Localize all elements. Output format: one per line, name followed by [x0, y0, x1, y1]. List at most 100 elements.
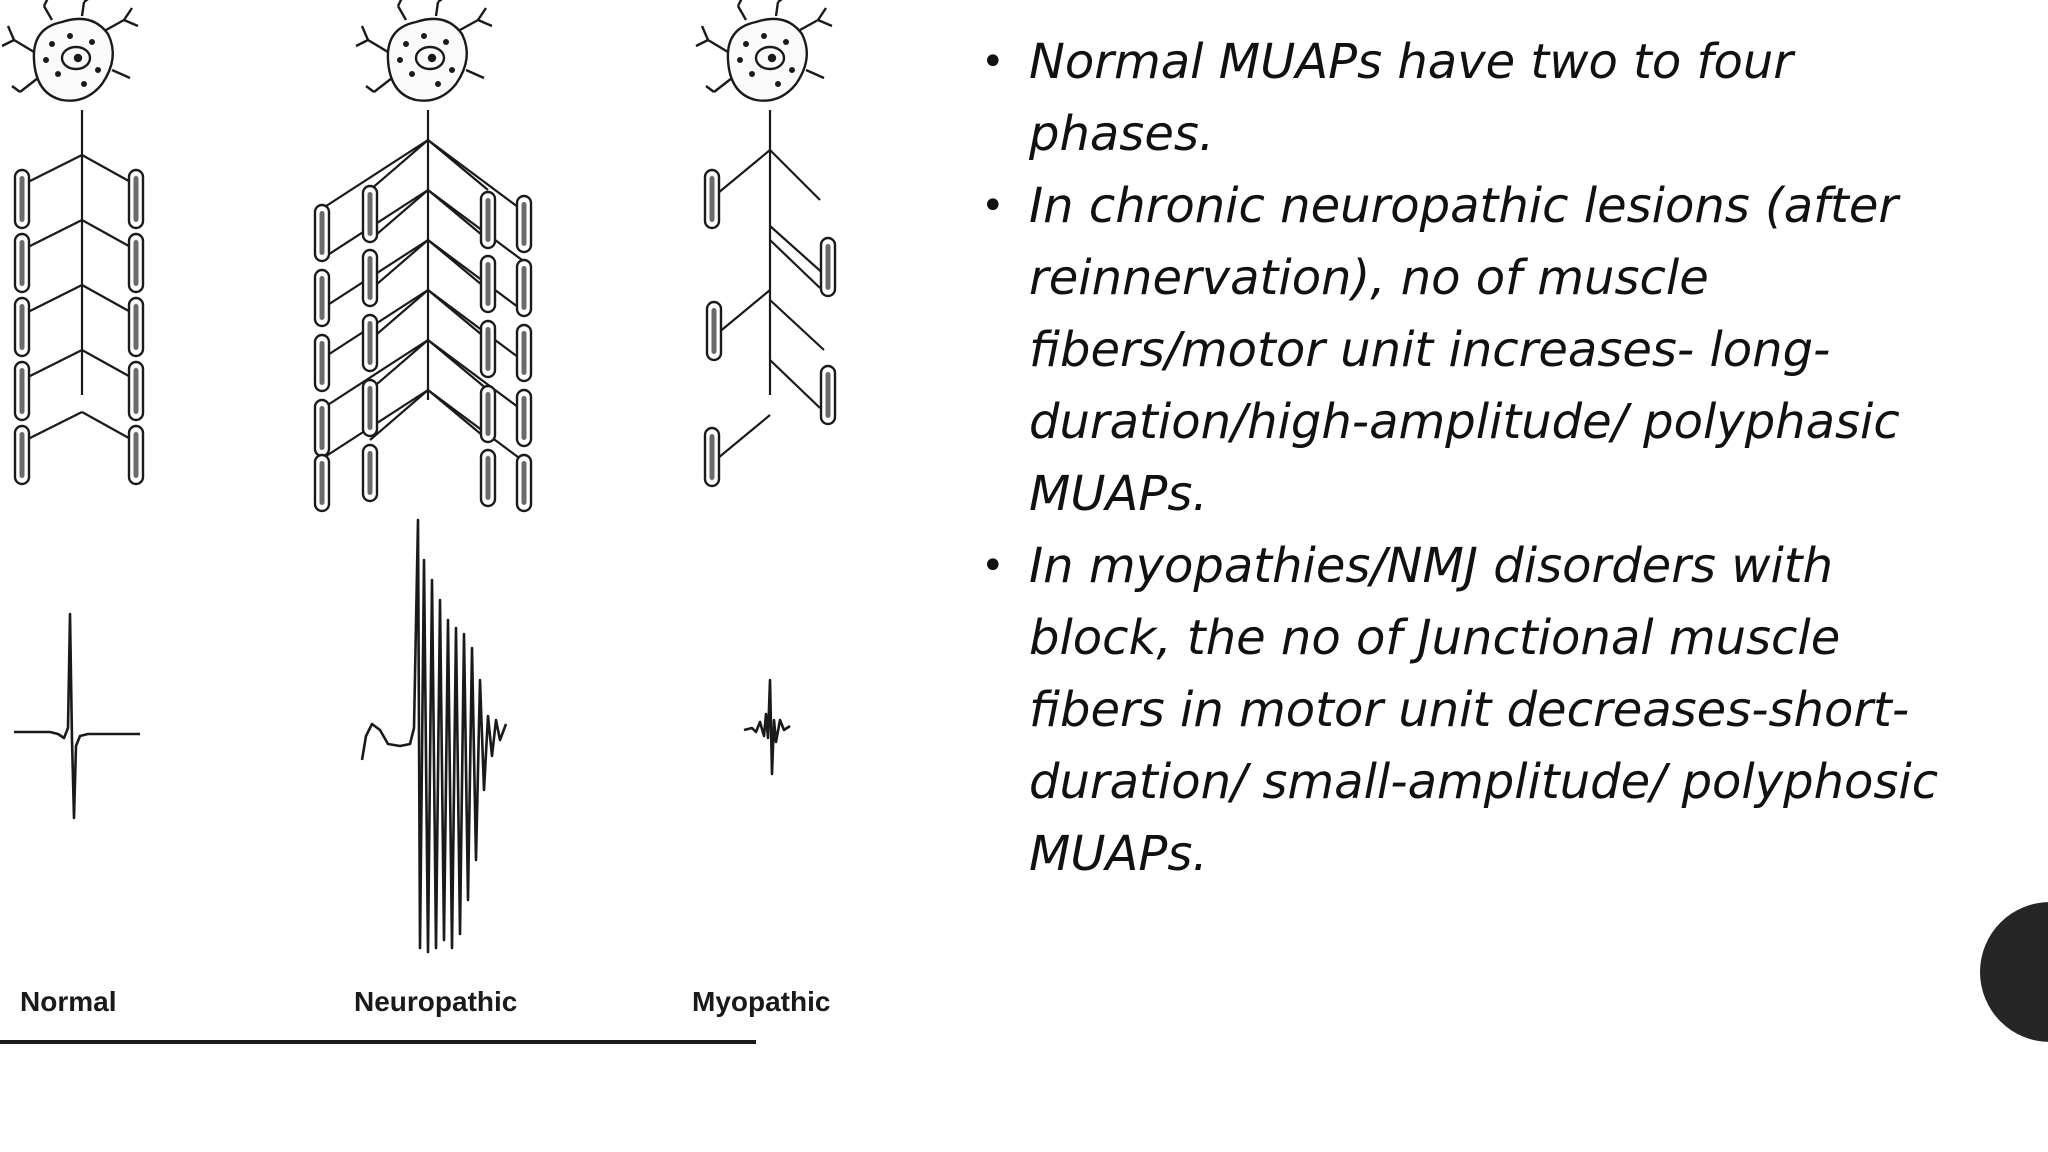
fiber-core [367, 321, 373, 365]
axon-branch [21, 284, 83, 316]
neuron-speckle [403, 41, 410, 48]
dendrite [123, 7, 133, 21]
dendrite [817, 7, 827, 21]
dendrite [13, 38, 35, 54]
dendrite [355, 38, 369, 48]
neuron-speckle [761, 33, 768, 40]
dendrite [396, 5, 408, 21]
fiber-core [709, 176, 715, 222]
axon-branch [427, 339, 523, 411]
muscle-fiber [361, 313, 379, 373]
muscle-fiber [819, 364, 837, 426]
fiber-core [133, 176, 139, 222]
axon-branch [21, 411, 83, 443]
axon-branch [319, 139, 429, 211]
axon-branch [81, 154, 137, 186]
axon-branch [769, 359, 821, 409]
label-normal: Normal [20, 986, 117, 1017]
axon-branch [369, 289, 429, 341]
axon-branch [369, 339, 429, 391]
dendrite [360, 25, 370, 41]
muscle-fiber [13, 232, 31, 294]
muscle-fiber [361, 184, 379, 244]
motor-unit-figure: Normal Neuropathic Myopathic [0, 0, 880, 1060]
dendrite [459, 18, 479, 32]
fiber-core [825, 372, 831, 418]
dendrite [713, 77, 733, 93]
dendrite [396, 0, 403, 7]
neuron-speckle [449, 66, 456, 73]
fiber-core [367, 386, 373, 430]
neuron-speckle [789, 66, 796, 73]
dendrite [465, 68, 485, 80]
dendrite [707, 38, 729, 54]
muscle-fiber [361, 378, 379, 438]
axon-branch [369, 389, 429, 441]
muscle-fiber [13, 424, 31, 486]
fiber-core [521, 266, 527, 310]
muscle-fiber [127, 296, 145, 358]
dendrite [477, 7, 487, 21]
neuron-speckle [775, 80, 782, 87]
axon-branch [81, 284, 137, 316]
fiber-core [709, 434, 715, 480]
bullet-dot: • [981, 183, 1005, 229]
muscle-fiber [515, 258, 533, 318]
fiber-core [319, 211, 325, 255]
neuron-speckle [94, 66, 101, 73]
dendrite [367, 38, 389, 54]
neuron-speckle [783, 39, 790, 46]
bullet-item: • Normal MUAPs have two to four phases. [975, 26, 1975, 170]
axon-branch [21, 349, 83, 381]
muscle-fiber [479, 448, 497, 508]
muscle-fiber [479, 384, 497, 444]
fiber-core [319, 276, 325, 320]
neuron-speckle [435, 80, 442, 87]
axon-branch [21, 219, 83, 251]
fiber-core [825, 244, 831, 290]
dendrite [736, 0, 743, 7]
axon-branch [427, 239, 523, 311]
axon-branch [319, 339, 429, 411]
bullet-dot: • [981, 543, 1005, 589]
fiber-core [521, 331, 527, 375]
neuron-nucleus [60, 45, 92, 71]
axon-branch [369, 189, 429, 241]
muscle-fiber [361, 443, 379, 503]
muap-traces [14, 518, 791, 954]
dendrite [1, 38, 15, 48]
muscle-fiber [313, 333, 331, 393]
bullet-text: Normal MUAPs have two to four phases. [1029, 34, 1793, 162]
muscle-fiber [313, 203, 331, 263]
muscle-fiber [13, 360, 31, 422]
dendrite [705, 85, 715, 93]
dendrite [111, 68, 131, 80]
muscle-fiber [515, 453, 533, 513]
axon-branch [427, 389, 523, 461]
muscle-fiber [361, 248, 379, 308]
neuron-speckle [409, 70, 416, 77]
axon-branch [369, 139, 429, 191]
dendrite [42, 0, 49, 7]
fiber-core [367, 451, 373, 495]
fiber-core [133, 368, 139, 414]
fiber-core [19, 176, 25, 222]
dendrite [19, 77, 39, 93]
axon-branch [21, 154, 83, 186]
neuron-speckle [743, 41, 750, 48]
fiber-core [521, 202, 527, 246]
axon-branch [369, 239, 429, 291]
axon-branch [81, 349, 137, 381]
neuron-speckle [737, 57, 744, 64]
muscle-fiber [127, 424, 145, 486]
muscle-fiber [13, 296, 31, 358]
fiber-core [319, 461, 325, 505]
neuron-speckle [43, 57, 50, 64]
bullet-dot: • [981, 39, 1005, 85]
dendrite [80, 1, 86, 17]
neuron-speckle [397, 57, 404, 64]
dendrite [695, 38, 709, 48]
muscle-fiber [819, 236, 837, 298]
fiber-core [485, 327, 491, 371]
dendrite [6, 25, 16, 41]
